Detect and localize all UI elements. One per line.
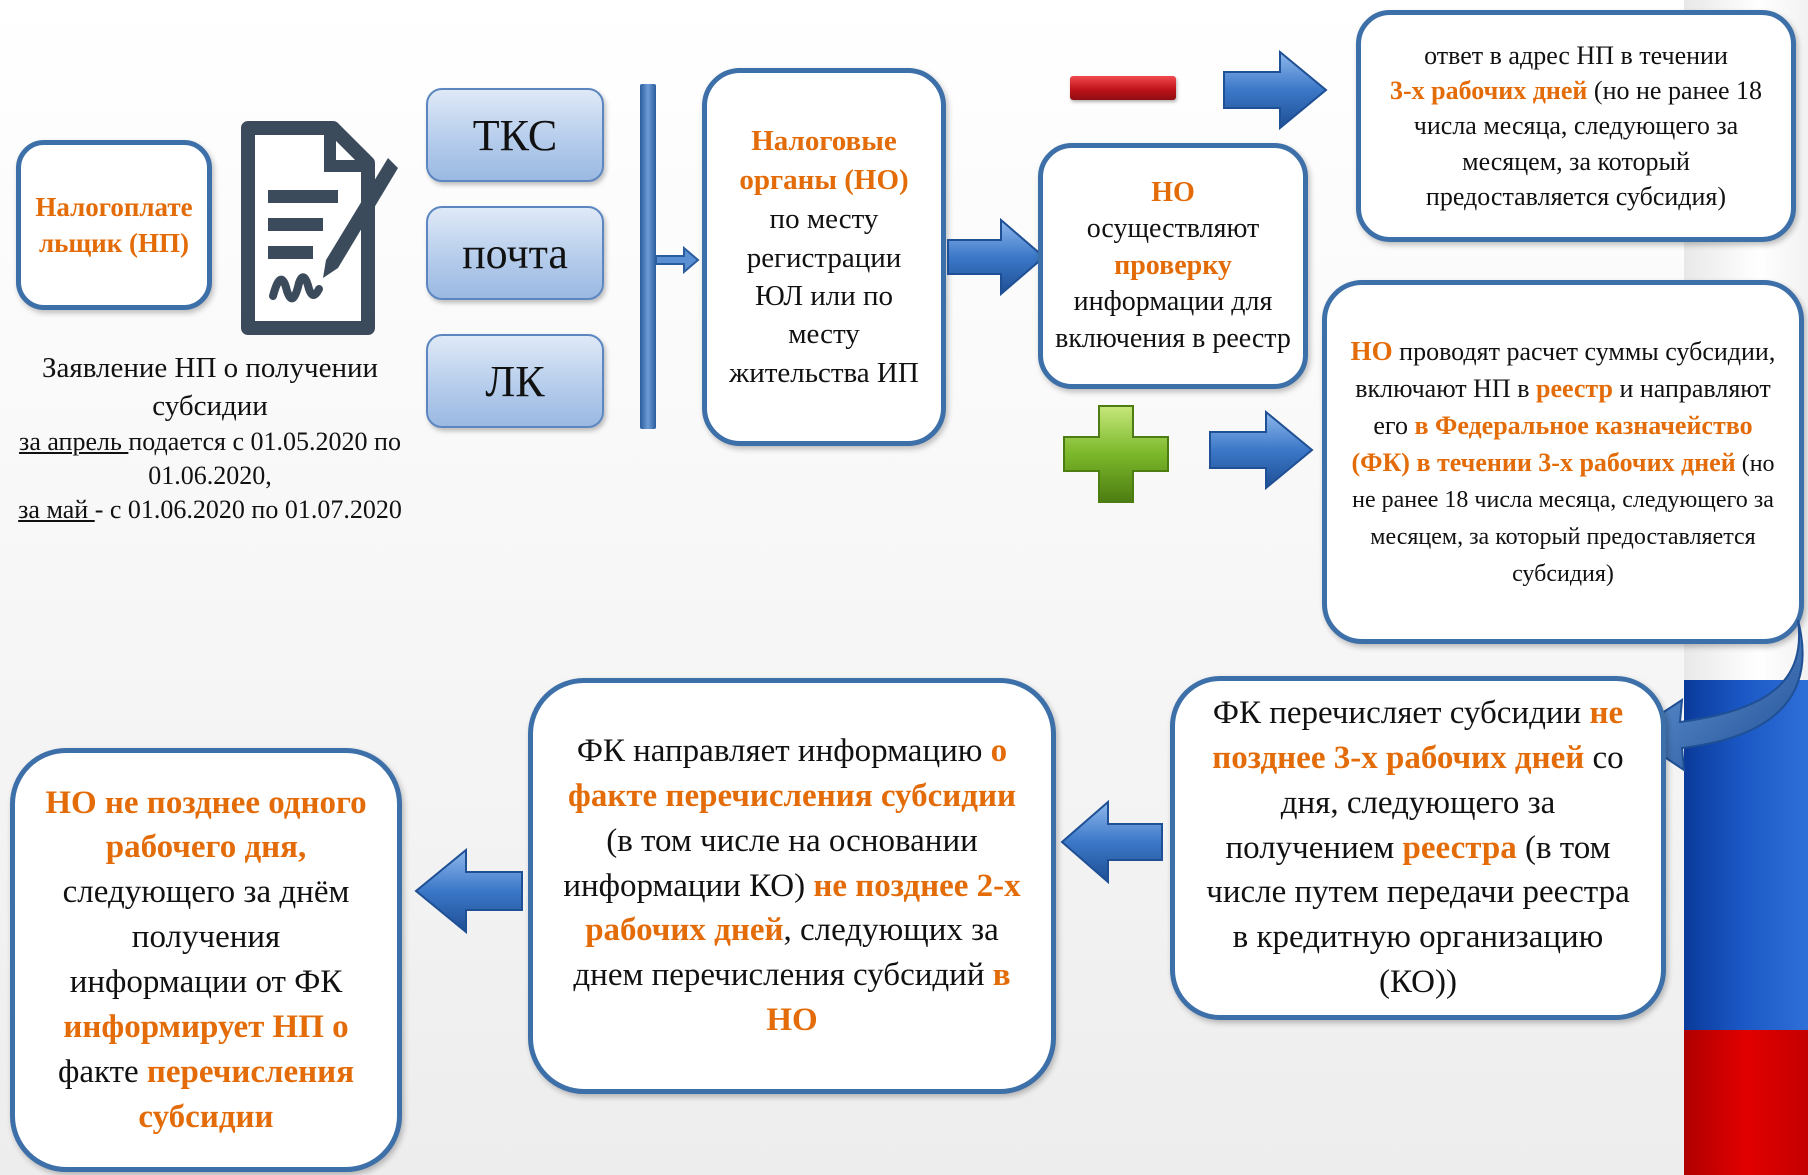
flag-red-stripe [1684,1030,1808,1175]
fk-inform-text3: , следующих за днем перечисления субсиди… [573,912,999,994]
fk-transfer-text2: со дня, следующего за получением [1225,739,1624,866]
application-caption: Заявление НП о получении субсидии за апр… [10,350,410,527]
minus-icon [1070,76,1176,100]
arrow-left-icon [1060,800,1163,884]
fk-inform-deadline: не позднее 2-х рабочих дней [585,867,1021,949]
no-inform-box: НО не позднее одного рабочего дня, следу… [10,748,402,1172]
signed-document-icon [241,121,398,335]
fk-inform-no: в НО [766,957,1011,1039]
channel-post-button[interactable]: почта [426,206,604,300]
fk-transfer-box: ФК перечисляет субсидии не позднее 3-х р… [1170,676,1666,1020]
no-inform-action: информирует НП о [63,1008,349,1045]
fk-inform-box: ФК направляет информацию о факте перечис… [528,678,1056,1094]
check-line1: осуществляют [1086,213,1260,245]
negative-deadline: 3-х рабочих дней [1390,75,1588,105]
positive-fk-deadline: в Федеральное казначейство (ФК) в течени… [1351,410,1753,477]
channel-lk-button[interactable]: ЛК [426,334,604,428]
positive-registry: реестр [1535,373,1613,403]
negative-text1: ответ в адрес НП в течении [1424,40,1728,70]
application-may-dates: - с 01.06.2020 по 01.07.2020 [94,494,402,524]
negative-result-box: ответ в адрес НП в течении 3-х рабочих д… [1356,10,1796,242]
fk-transfer-text1: ФК перечисляет субсидии [1212,694,1590,731]
check-line2: проверку [1114,249,1232,281]
application-april-label: за апрель [19,427,129,457]
check-box: НО осуществляют проверку информации для … [1038,143,1308,389]
positive-text2: и направляют его [1373,373,1771,440]
arrow-right-icon [947,218,1046,296]
application-may-label: за май [18,494,95,524]
fk-transfer-text3: (в том числе путем передачи реестра в кр… [1206,829,1630,1001]
fk-inform-text1: ФК направляет информацию [576,732,991,769]
tax-authority-text: по месту регистрации ЮЛ или по месту жит… [729,203,919,389]
check-title: НО [1151,177,1195,209]
arrow-right-negative-icon [1223,50,1328,130]
check-line3: информации для включения в реестр [1055,286,1291,354]
plus-icon [1063,405,1169,503]
channel-tks-button[interactable]: ТКС [426,88,604,182]
positive-text3: (но не ранее 18 числа месяца, следующего… [1352,450,1775,588]
arrow-left-final-icon [414,848,523,934]
fk-transfer-deadline: не позднее 3-х рабочих дней [1212,694,1624,776]
no-inform-subject: перечисления субсидии [138,1053,355,1135]
tax-authority-box: Налоговые органы (НО) по месту регистрац… [702,68,946,446]
application-april-dates: подается с 01.05.2020 по 01.06.2020, [128,427,401,491]
channel-merge-connector [640,84,700,429]
positive-result-box: НО проводят расчет суммы субсидии, включ… [1322,280,1804,644]
no-inform-text1: следующего за днём получения информации … [62,874,350,1000]
taxpayer-box: Налогоплательщик (НП) [16,140,212,310]
tax-authority-title: Налоговые органы (НО) [739,125,909,197]
fk-inform-text2: (в том числе на основании информации КО) [563,822,978,904]
no-inform-text2: факте [57,1053,147,1090]
fk-transfer-registry: реестра [1402,829,1517,866]
positive-no: НО [1350,335,1393,366]
negative-text2: (но не ранее 18 числа месяца, следующего… [1413,75,1762,212]
application-line1: Заявление НП о получении субсидии [41,352,379,422]
arrow-right-positive-icon [1209,410,1314,490]
positive-text1: проводят расчет суммы субсидии, включают… [1355,336,1776,403]
taxpayer-label: Налогоплательщик (НП) [35,191,193,258]
no-inform-deadline: НО не позднее одного рабочего дня, [45,784,367,866]
fk-inform-fact: о факте перечисления субсидии [567,732,1016,814]
